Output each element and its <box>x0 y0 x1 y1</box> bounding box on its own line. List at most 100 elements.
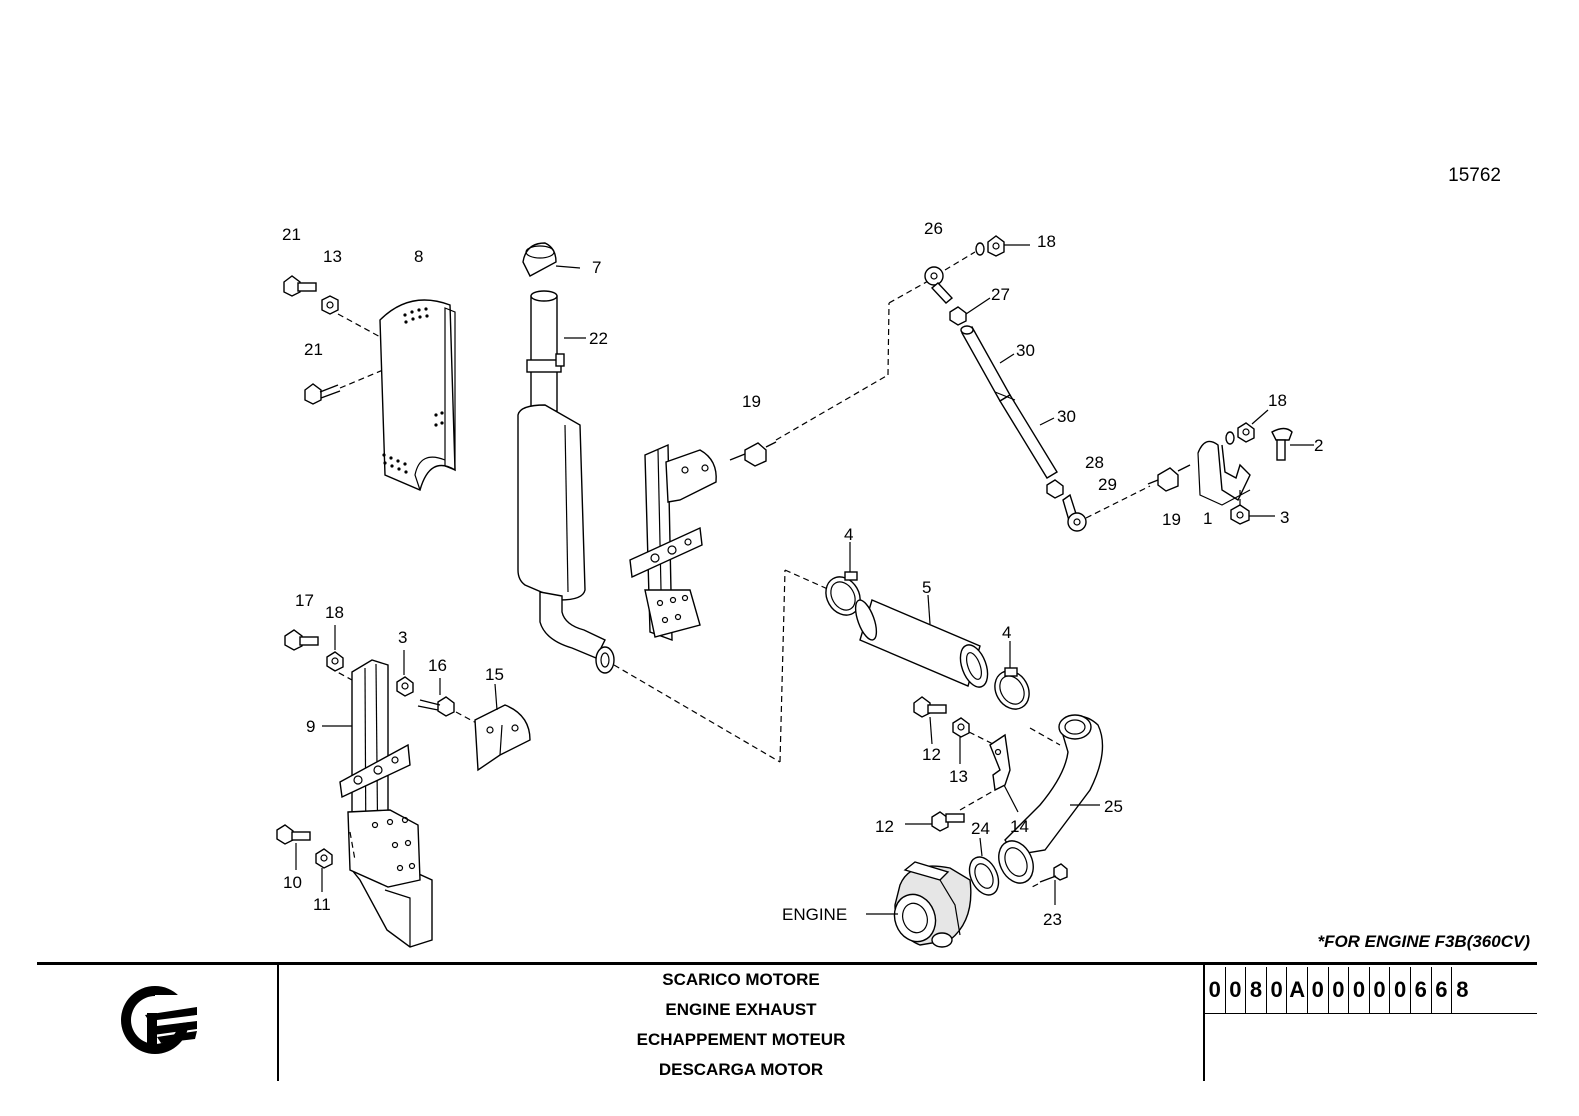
exhaust-elbow-25 <box>998 714 1104 884</box>
nut-13-lower <box>952 717 970 738</box>
bolt-10 <box>276 824 311 845</box>
callout-30-upper: 30 <box>1016 341 1035 360</box>
washer-18-right <box>1225 431 1235 445</box>
callout-21-lower: 21 <box>304 340 323 359</box>
nut-27 <box>949 306 967 326</box>
code-char: 0 <box>1370 967 1391 1013</box>
tail-pipe-22 <box>526 290 565 412</box>
callout-23: 23 <box>1043 910 1062 929</box>
title-cell: SCARICO MOTORE ENGINE EXHAUST ECHAPPEMEN… <box>279 965 1205 1081</box>
engine-note: *FOR ENGINE F3B(360CV) <box>1317 932 1530 951</box>
callout-1: 1 <box>1203 509 1212 528</box>
callout-19-right: 19 <box>1162 510 1181 529</box>
callout-3-right: 3 <box>1280 508 1289 527</box>
muffler-bracket <box>629 443 717 642</box>
nut-18-top <box>987 235 1005 257</box>
code-char: 0 <box>1308 967 1329 1013</box>
bolt-21-upper <box>283 275 317 297</box>
nut-3-right <box>1230 504 1250 525</box>
hose-clamp-4-right <box>994 667 1030 710</box>
callout-13-upper: 13 <box>323 247 342 266</box>
stud-19-right <box>1147 464 1191 492</box>
callout-12-upper: 12 <box>922 745 941 764</box>
callout-24: 24 <box>971 819 990 838</box>
nut-3-left <box>396 676 414 697</box>
callout-18-left: 18 <box>325 603 344 622</box>
bracket-15 <box>474 704 531 772</box>
callout-25: 25 <box>1104 797 1123 816</box>
callout-16: 16 <box>428 656 447 675</box>
callout-15: 15 <box>485 665 504 684</box>
callout-4-left: 4 <box>844 525 853 544</box>
tube-30 <box>960 325 1058 479</box>
callout-8: 8 <box>414 247 423 266</box>
callout-2: 2 <box>1314 436 1323 455</box>
rod-end-29 <box>1062 493 1087 532</box>
screw-23 <box>1039 863 1068 883</box>
exploded-parts-diagram: 21 13 8 21 7 22 19 26 18 27 30 30 28 29 … <box>276 219 1323 948</box>
code-char: 8 <box>1456 977 1469 1002</box>
code-char: 8 <box>1246 967 1267 1013</box>
code-char: 0 <box>1349 967 1370 1013</box>
code-char: 6 <box>1432 967 1453 1013</box>
callout-14: 14 <box>1010 817 1029 836</box>
callout-3-left: 3 <box>398 628 407 647</box>
title-block: SCARICO MOTORE ENGINE EXHAUST ECHAPPEMEN… <box>37 962 1537 1081</box>
part-code: 0 0 8 0 A 0 0 0 0 0 6 6 8 <box>1205 967 1537 1014</box>
callout-21-upper: 21 <box>282 225 301 244</box>
bolt-17 <box>284 629 319 651</box>
callout-5: 5 <box>922 578 931 597</box>
callout-11: 11 <box>313 895 331 914</box>
callout-4-right: 4 <box>1002 623 1011 642</box>
stud-19-center <box>729 441 777 467</box>
callout-7: 7 <box>592 258 601 277</box>
callout-26: 26 <box>924 219 943 238</box>
callout-18-top: 18 <box>1037 232 1056 251</box>
callout-27: 27 <box>991 285 1010 304</box>
drawing-number: 15762 <box>1448 165 1501 186</box>
rain-cap-7 <box>522 242 557 277</box>
washer-18-top <box>975 242 985 256</box>
code-char: 0 <box>1390 967 1411 1013</box>
bracket-1 <box>1197 440 1251 506</box>
code-char: 6 <box>1411 967 1432 1013</box>
callout-28: 28 <box>1085 453 1104 472</box>
callout-9: 9 <box>306 717 315 736</box>
gasket-24 <box>968 856 1000 896</box>
title-italian: SCARICO MOTORE <box>662 970 820 989</box>
code-char: 0 <box>1267 967 1288 1013</box>
bolt-12-upper <box>913 696 947 718</box>
part-code-cell: 0 0 8 0 A 0 0 0 0 0 6 6 8 <box>1205 965 1537 1081</box>
nut-11 <box>315 848 333 869</box>
bolt-2 <box>1271 427 1293 461</box>
engine-turbo <box>893 861 972 948</box>
bolt-21-lower <box>304 383 341 405</box>
callout-12-lower: 12 <box>875 817 894 836</box>
company-logo <box>121 986 199 1054</box>
hose-5 <box>854 599 989 688</box>
title-english: ENGINE EXHAUST <box>665 1000 817 1019</box>
callout-19-center: 19 <box>742 392 761 411</box>
title-french: ECHAPPEMENT MOTEUR <box>636 1030 846 1049</box>
code-char: A <box>1287 967 1308 1013</box>
title-spanish: DESCARGA MOTOR <box>658 1060 824 1079</box>
callout-22: 22 <box>589 329 608 348</box>
callout-17: 17 <box>295 591 314 610</box>
code-char: 0 <box>1205 967 1226 1013</box>
rod-end-26 <box>924 266 954 304</box>
nut-13-upper <box>321 295 339 315</box>
callout-10: 10 <box>283 873 302 892</box>
support-9 <box>339 659 433 948</box>
heat-shield-8 <box>379 299 456 491</box>
bracket-14 <box>989 733 1011 792</box>
muffler <box>517 404 615 674</box>
code-char: 0 <box>1226 967 1247 1013</box>
nut-18-left <box>326 651 344 672</box>
code-char: 0 <box>1329 967 1350 1013</box>
bolt-12-lower <box>931 811 965 832</box>
callout-engine: ENGINE <box>782 905 847 924</box>
nut-18-right <box>1237 422 1255 443</box>
hose-clamp-4-left <box>825 571 861 616</box>
nut-28 <box>1046 479 1064 499</box>
callout-13-lower: 13 <box>949 767 968 786</box>
